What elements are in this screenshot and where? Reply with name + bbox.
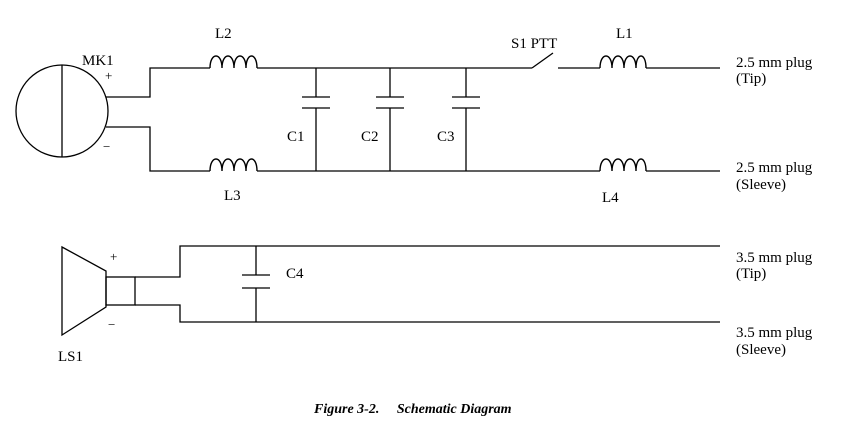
plug-3-5-sleeve-line2: (Sleeve) — [736, 342, 786, 358]
plug-3-5-tip-line1: 3.5 mm plug — [736, 250, 813, 266]
speaker-plus-sign: + — [110, 249, 117, 264]
top-wire — [106, 67, 720, 98]
label-mk1: MK1 — [82, 53, 114, 69]
switch-s1-blade — [531, 52, 554, 69]
microphone-mk1 — [15, 64, 109, 158]
label-s1: S1 PTT — [511, 36, 557, 52]
loudspeaker-ls1 — [61, 245, 136, 337]
plug-2-5-sleeve-line2: (Sleeve) — [736, 177, 786, 193]
label-c4: C4 — [286, 266, 304, 282]
plug-2-5-tip-line1: 2.5 mm plug — [736, 55, 813, 71]
inductor-l3 — [209, 158, 258, 172]
capacitor-c1 — [302, 68, 330, 171]
capacitor-c3 — [452, 68, 480, 171]
inductor-l1 — [599, 55, 647, 69]
label-c1: C1 — [287, 129, 305, 145]
capacitor-c4 — [242, 246, 270, 322]
speaker-bottom-wire — [135, 304, 720, 323]
figure-caption: Figure 3-2. Schematic Diagram — [313, 402, 512, 417]
capacitor-c2 — [376, 68, 404, 171]
speaker-magnet — [105, 276, 136, 306]
plug-2-5-sleeve-line1: 2.5 mm plug — [736, 160, 813, 176]
plug-2-5-tip-line2: (Tip) — [736, 71, 766, 87]
mic-plus-sign: + — [105, 68, 112, 83]
speaker-minus-sign: − — [108, 317, 115, 332]
label-l2: L2 — [215, 26, 232, 42]
label-l4: L4 — [602, 190, 619, 206]
label-l3: L3 — [224, 188, 241, 204]
label-ls1: LS1 — [58, 349, 83, 365]
speaker-top-wire — [135, 245, 720, 278]
bottom-wire — [106, 126, 720, 172]
label-c3: C3 — [437, 129, 455, 145]
speaker-cone — [61, 245, 107, 337]
label-l1: L1 — [616, 26, 633, 42]
mic-minus-sign: − — [103, 139, 110, 154]
plug-3-5-sleeve-line1: 3.5 mm plug — [736, 325, 813, 341]
label-c2: C2 — [361, 129, 379, 145]
plug-3-5-tip-line2: (Tip) — [736, 266, 766, 282]
inductor-l4 — [599, 158, 647, 172]
inductor-l2 — [209, 55, 258, 69]
